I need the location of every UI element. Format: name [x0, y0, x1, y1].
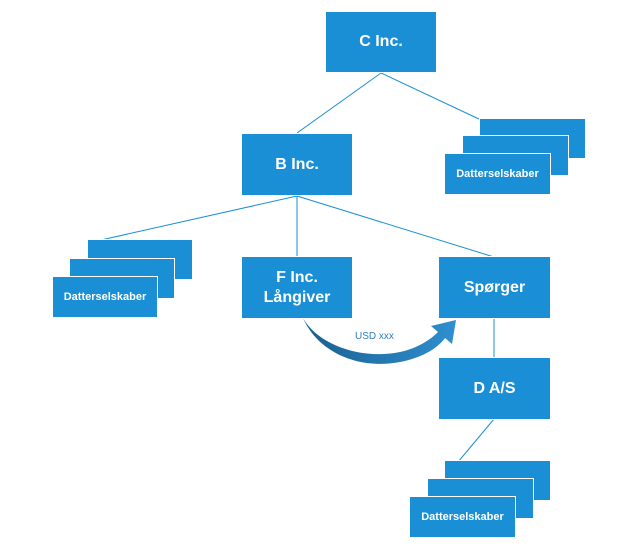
node-sporger: Spørger [438, 256, 551, 319]
subsidiaries-bottom-label: Datterselskaber [421, 511, 504, 523]
subsidiaries-right-top-label: Datterselskaber [456, 168, 539, 180]
connector-b-to-left-subsidiaries [100, 195, 298, 241]
node-d-as-label: D A/S [473, 379, 516, 397]
node-d-as: D A/S [438, 357, 551, 420]
subsidiaries-left-label: Datterselskaber [63, 291, 147, 303]
transfer-arrow [303, 318, 456, 364]
node-c-inc: C Inc. [325, 11, 437, 73]
node-sporger-label: Spørger [463, 278, 526, 296]
subsidiaries-right-top: Datterselskaber [444, 153, 551, 195]
subsidiaries-left: Datterselskaber [52, 276, 158, 318]
connector-d-to-subsidiaries [457, 418, 495, 463]
node-f-inc-label: F Inc. [276, 268, 318, 286]
node-b-inc-label: B Inc. [275, 155, 319, 173]
connector-b-to-sporger [296, 195, 495, 258]
node-f-inc-role: Långiver [263, 288, 331, 306]
node-b-inc: B Inc. [241, 133, 353, 196]
node-c-inc-label: C Inc. [359, 33, 403, 50]
transfer-amount-label: USD xxx [355, 331, 394, 342]
node-f-inc: F Inc. Långiver [241, 256, 353, 319]
connector-c-to-subsidiaries [380, 72, 482, 121]
subsidiaries-bottom: Datterselskaber [409, 496, 516, 538]
connector-c-to-b [296, 72, 382, 134]
